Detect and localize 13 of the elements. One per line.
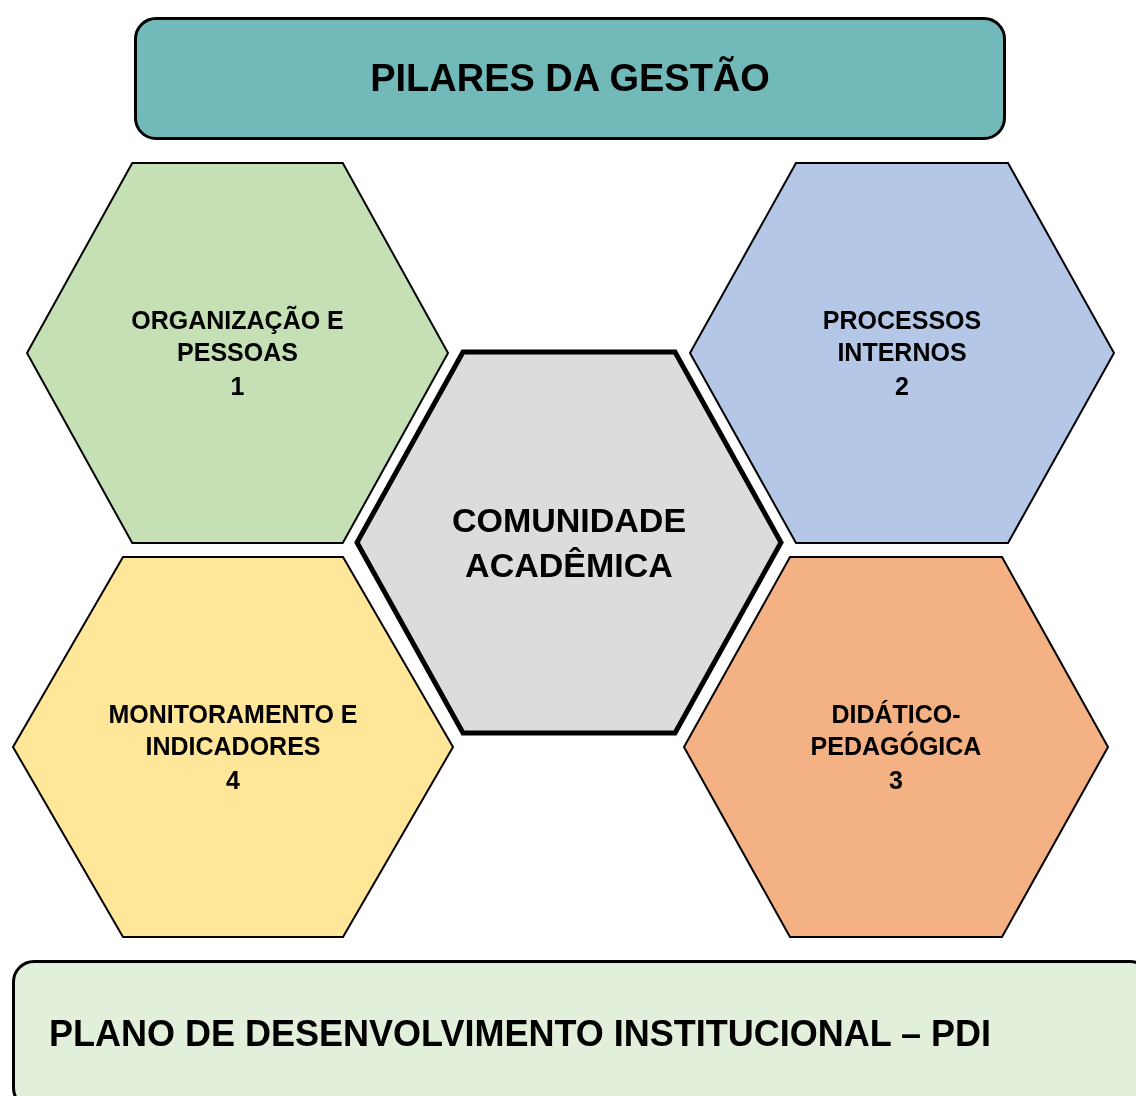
footer-banner [12, 960, 1136, 1096]
banner-title: PILARES DA GESTÃO [370, 55, 770, 101]
banner-text: PLANO DE DESENVOLVIMENTO INSTITUCIONAL – PDI [49, 1012, 992, 1056]
pillar-number: 4 [226, 764, 240, 796]
pillar-number: 1 [230, 370, 245, 402]
pillar-number: 3 [889, 764, 903, 796]
pillar-label: ORGANIZAÇÃO E PESSOAS [130, 304, 345, 368]
header-banner [134, 17, 1006, 140]
center-label: COMUNIDADE ACADÊMICA [450, 500, 688, 586]
pillar-number: 2 [895, 370, 909, 402]
pillar-label: MONITORAMENTO E INDICADORES [107, 698, 359, 762]
pillar-label: DIDÁTICO-PEDAGÓGICA [809, 698, 983, 762]
pillar-label: PROCESSOS INTERNOS [821, 304, 983, 368]
